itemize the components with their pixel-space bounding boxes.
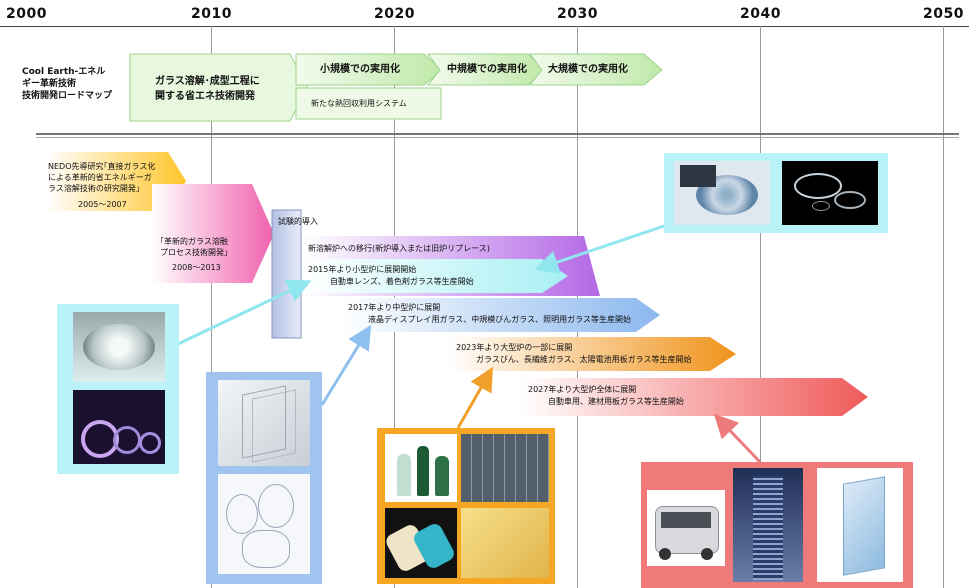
nedo-years: 2005～2007 [78, 200, 127, 209]
blue-photo-frame [206, 372, 322, 584]
trial-bar [271, 209, 302, 339]
top-right-photo-frame [664, 153, 888, 233]
year-2050: 2050 [923, 6, 964, 22]
glass-tubes-photo [73, 390, 165, 464]
trial-label: 試験的導入 [278, 217, 318, 226]
pink-photo-frame [641, 462, 913, 588]
nedo-arrow [46, 152, 186, 211]
small-scale-label: 小規模での実用化 [320, 64, 400, 75]
d2027-label: 2027年より大型炉全体に展開 自動車用、建材用板ガラス等生産開始 [528, 385, 684, 406]
car-photo [647, 490, 725, 566]
building-photo [733, 468, 803, 582]
light-bulbs-photo [218, 474, 310, 574]
heat-recovery-box [295, 87, 442, 120]
glass-wool-photo [461, 508, 549, 578]
fiber-spools-photo [385, 508, 457, 578]
d2017-label: 2017年より中型炉に展開 液晶ディスプレイ用ガラス、中規模びんガラス、照明用ガ… [348, 303, 631, 324]
orange-photo-frame [377, 428, 555, 584]
transition-label: 新溶解炉への移行(新炉導入または旧炉リプレース) [308, 244, 490, 253]
window-glass-photo [817, 468, 903, 582]
large-scale-label: 大規模での実用化 [548, 64, 628, 75]
mid-scale-label: 中規模での実用化 [447, 64, 527, 75]
year-2000: 2000 [6, 6, 47, 22]
solar-panels-photo [461, 434, 549, 502]
gridline-2050 [943, 26, 944, 588]
optical-lens-photo [782, 161, 878, 225]
innovation-years: 2008～2013 [172, 263, 221, 272]
hard-disk-photo [674, 161, 770, 225]
d2023-label: 2023年より大型炉の一部に展開 ガラスびん、長繊維ガラス、太陽電池用板ガラス等… [456, 343, 692, 364]
main-dev-label: ガラス溶解･成型工程に 関する省エネ技術開発 [155, 76, 260, 102]
year-2020: 2020 [374, 6, 415, 22]
glass-bottles-photo [385, 434, 457, 502]
lens-photo [73, 312, 165, 382]
section-divider-2 [36, 137, 959, 138]
axis-line [0, 26, 969, 27]
large-scale-arrow [528, 53, 663, 86]
section-divider [36, 133, 959, 135]
gridline-2040 [760, 26, 761, 588]
small-scale-arrow [295, 53, 443, 86]
mid-scale-arrow [426, 53, 547, 86]
gridline-2010 [211, 26, 212, 588]
d2015-label: 2015年より小型炉に展開開始 自動車レンズ、着色剤ガラス等生産開始 [308, 265, 474, 286]
year-2030: 2030 [557, 6, 598, 22]
nedo-label: NEDO先導研究｢直接ガラス化 による革新的省エネルギーガ ラス溶解技術の研究開… [48, 162, 156, 193]
innovation-arrow [152, 184, 274, 283]
d2023-arrow [448, 337, 736, 371]
d2015-arrow [302, 259, 568, 293]
lcd-glass-photo [218, 380, 310, 466]
roadmap-title: Cool Earth-エネル ギー革新技術 技術開発ロードマップ [22, 67, 113, 101]
innovation-label: ｢革新的ガラス溶融 プロセス技術開発｣ [160, 237, 228, 257]
d2027-arrow [520, 378, 868, 416]
heat-recovery-label: 新たな熱回収利用システム [311, 99, 407, 108]
year-2040: 2040 [740, 6, 781, 22]
year-2010: 2010 [191, 6, 232, 22]
left-photo-frame [57, 304, 179, 474]
d2017-arrow [340, 298, 660, 332]
